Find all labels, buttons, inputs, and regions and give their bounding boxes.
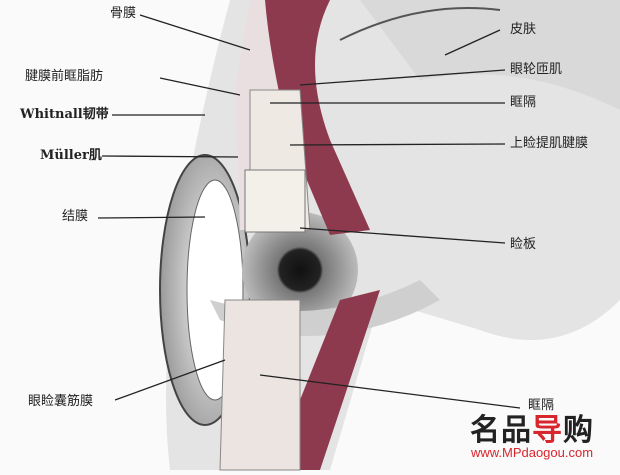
leader-skin: [444, 29, 501, 56]
watermark: 名品导购 www.MPdaogou.com: [470, 405, 594, 460]
label-lower-orbital-septum: 眶隔: [528, 398, 555, 413]
tarsus-plate: [244, 169, 306, 233]
leader-lower-septum: [259, 374, 521, 409]
label-periosteum: 骨膜: [110, 6, 137, 21]
label-levator-aponeurosis: 上睑提肌腱膜: [510, 136, 589, 151]
orbicularis-muscle-lower: [280, 290, 380, 470]
label-tarsus: 睑板: [510, 237, 537, 252]
watermark-logo-end: 购: [563, 413, 594, 448]
orbicularis-muscle-upper: [265, 0, 370, 235]
label-conjunctiva: 结膜: [62, 209, 89, 224]
lower-fascia: [219, 299, 301, 471]
label-skin: 皮肤: [510, 22, 537, 37]
label-whitnall-ligament: Whitnall韧带: [20, 107, 109, 122]
leader-orbicularis: [299, 69, 506, 86]
leader-conjunctiva: [97, 216, 206, 219]
label-muller-muscle: Müller肌: [40, 148, 102, 163]
watermark-logo: 名品导购: [470, 405, 594, 449]
leader-fascia: [114, 359, 226, 401]
leader-fat: [159, 77, 241, 96]
leader-lines: [97, 14, 521, 409]
leader-levator: [289, 143, 506, 146]
leader-periosteum: [139, 14, 251, 51]
leader-tarsus: [299, 227, 506, 244]
label-preaponeurotic-fat: 腱膜前眶脂肪: [25, 69, 104, 84]
eyelashes-upper: [339, 7, 501, 41]
label-capsulopalpebral-fascia: 眼睑囊筋膜: [28, 394, 94, 409]
watermark-url: www.MPdaogou.com: [470, 445, 594, 460]
watermark-logo-red: 导: [532, 413, 563, 448]
label-orbicularis-oculi: 眼轮匝肌: [510, 62, 563, 77]
leader-muller: [101, 155, 239, 158]
watermark-logo-black: 名品: [470, 413, 532, 448]
iris: [242, 212, 358, 328]
label-orbital-septum: 眶隔: [510, 95, 537, 110]
brow-skin: [360, 0, 620, 110]
